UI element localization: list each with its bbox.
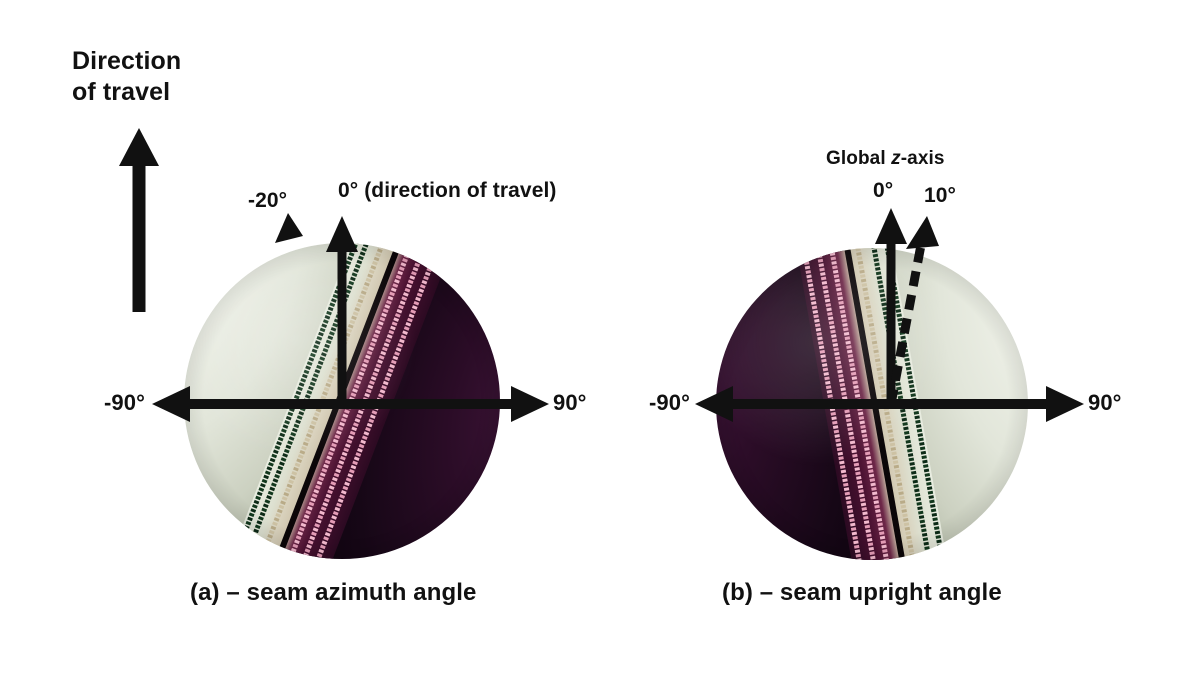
direction-of-travel-line1: Direction (72, 47, 182, 75)
panel-a-zero-label: 0° (direction of travel) (338, 179, 557, 202)
panel-b-zero-label: 0° (873, 179, 894, 202)
ball-leather-a (184, 243, 500, 559)
global-z-prefix: Global (826, 148, 892, 169)
panel-b-ten-label: 10° (924, 184, 957, 207)
panel-a-axis-left-label: -90° (104, 390, 145, 415)
ball-leather-b (716, 248, 1028, 560)
panel-a-axis-right-label: 90° (553, 390, 587, 415)
cricket-ball-panel-b (716, 248, 1028, 560)
global-z-italic: z (891, 148, 901, 169)
cricket-ball-panel-a (184, 243, 500, 559)
direction-of-travel-label: Direction of travel (72, 46, 181, 107)
panel-a-neg20-label: -20° (248, 189, 288, 212)
direction-of-travel-arrow (119, 128, 159, 312)
panel-b-axis-right-label: 90° (1088, 390, 1122, 415)
panel-a-neg20-arrowhead (275, 213, 303, 243)
global-z-suffix: -axis (900, 148, 945, 169)
panel-b-axis-left-label: -90° (649, 390, 690, 415)
panel-a-caption: (a) – seam azimuth angle (190, 579, 477, 606)
panel-b-caption: (b) – seam upright angle (722, 579, 1002, 606)
direction-of-travel-line2: of travel (72, 77, 171, 106)
panel-b-global-z-axis-label: Global z-axis (826, 147, 945, 170)
